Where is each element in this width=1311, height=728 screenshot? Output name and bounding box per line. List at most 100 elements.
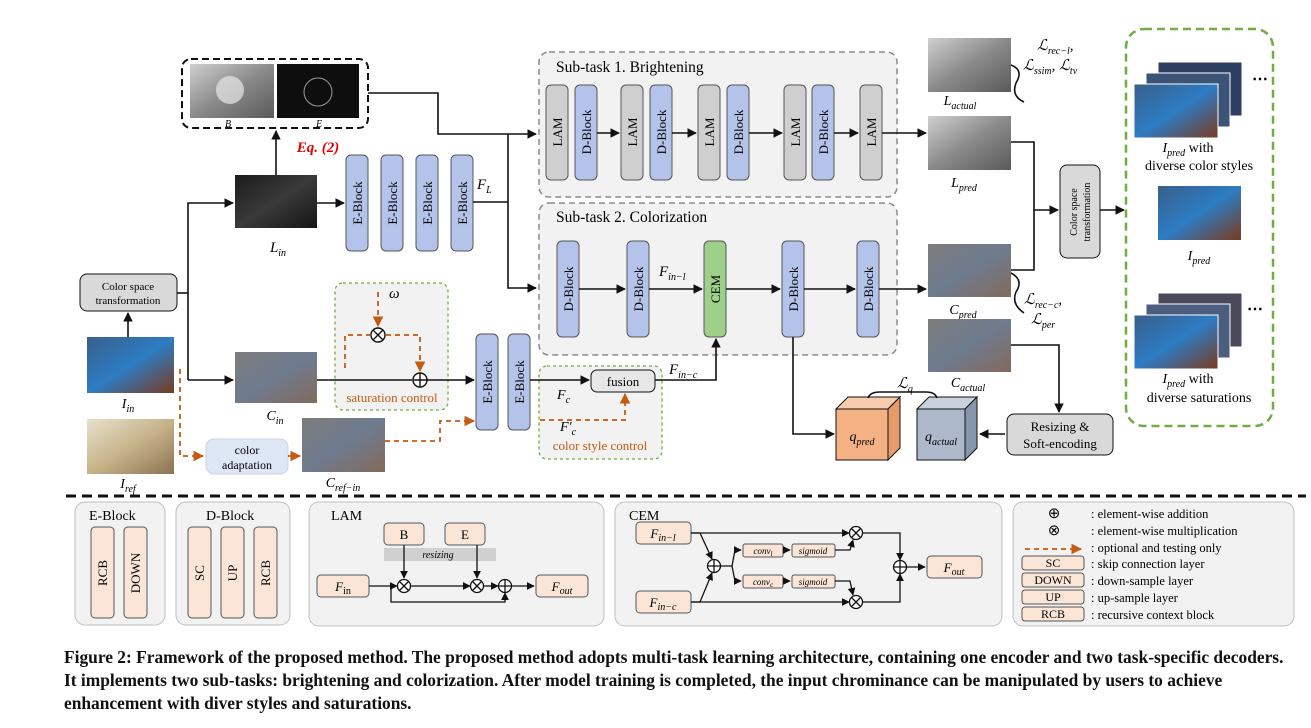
q-pred-label: qpred (850, 430, 876, 448)
legend-dashed-text: : optional and testing only (1091, 541, 1222, 555)
d-block-label: D-Block (786, 266, 801, 311)
lam-label: LAM (788, 117, 803, 146)
f-in-l-label: Fin−l (658, 264, 686, 283)
lam-e-label: E (461, 527, 469, 542)
resizing-label-2: Soft-encoding (1023, 436, 1097, 451)
l-actual-label: Lactual (943, 94, 977, 112)
subtask1-title: Sub-task 1. Brightening (556, 59, 704, 76)
subtask1-blocks: LAM D-Block LAM D-Block LAM D-Block LAM … (545, 84, 883, 181)
omega-label: ω (389, 286, 400, 302)
up-block (220, 526, 245, 619)
multiply-operator-mark (372, 329, 384, 341)
color-space-vertical-box (1059, 164, 1101, 259)
cem-f-in-c-label: Fin−c (649, 595, 677, 613)
e-block-label: E-Block (385, 181, 400, 225)
lam-f-out-label: Fout (551, 579, 573, 597)
lam-f-in-label: Fin (334, 579, 351, 597)
e-block-label: E-Block (350, 181, 365, 225)
q-actual-cube (915, 395, 979, 462)
chroma-e-blocks: E-Block E-Block (475, 333, 531, 431)
color-adaptation-label-1: color (235, 443, 260, 457)
i-pred-styles-label: Ipred with (1161, 141, 1213, 159)
c-in-image (235, 352, 317, 403)
c-ref-in-image (302, 418, 385, 472)
legend-up-box (1021, 589, 1085, 605)
legend-sc-symbol: SC (1046, 556, 1061, 570)
d-block-label: D-Block (561, 266, 576, 311)
rcb-block (253, 526, 278, 619)
cem-conv-l-label: convl (754, 546, 773, 558)
encoder-e-blocks: E-Block E-Block E-Block E-Block (345, 154, 474, 252)
lam-label: LAM (550, 117, 565, 146)
d-block-label: D-Block (731, 109, 746, 154)
cem-connections (691, 529, 926, 606)
cem-sigmoid-label: sigmoid (799, 546, 828, 556)
b-image-detail (216, 76, 244, 104)
output-stack-saturations (1133, 292, 1243, 370)
cem-f-out-label: Fout (943, 560, 965, 578)
i-ref-label: Iref (119, 477, 137, 495)
lam-resizing-label: resizing (422, 550, 453, 561)
d-block-label: D-Block (816, 109, 831, 154)
resizing-box (1006, 413, 1114, 456)
cem-add-mark (893, 560, 907, 574)
sc-block (187, 526, 212, 619)
c-pred-image (928, 244, 1011, 297)
diverse-color-styles-label: diverse color styles (1145, 159, 1253, 174)
f-in-c-label: Fin−c (668, 362, 698, 381)
legend-down-symbol: DOWN (1034, 573, 1072, 587)
saturation-control-label: saturation control (346, 390, 438, 405)
fusion-box (590, 369, 656, 393)
color-adaptation-label-2: adaptation (222, 458, 272, 472)
resizing-label-1: Resizing & (1031, 419, 1090, 434)
c-ref-in-label: Cref−in (326, 476, 361, 494)
losses-l-line-1: ℒrec−l, (1037, 38, 1074, 57)
lam-e-box (444, 522, 486, 546)
cem-f-in-l-label: Fin−l (649, 526, 675, 544)
loss-q-label: ℒq (897, 376, 913, 395)
figure-caption: Figure 2: Framework of the proposed meth… (64, 647, 1284, 713)
c-actual-image (928, 319, 1011, 372)
e-block-label: E-Block (455, 181, 470, 225)
d-block-label: D-Block (631, 266, 646, 311)
legend-add-text: : element-wise addition (1091, 507, 1209, 521)
rcb-block-label: RCB (95, 560, 110, 586)
losses-c-line-1: ℒrec−c, (1024, 292, 1062, 311)
losses-l-line-2: ℒssim, ℒtv (1023, 58, 1078, 77)
legend-add-symbol: ⊕ (1048, 506, 1061, 522)
legend-multiply-text: : element-wise multiplication (1091, 524, 1238, 538)
cem-multiply-mark (851, 528, 861, 538)
c-in-label: Cin (266, 409, 283, 427)
diverse-saturations-label: diverse saturations (1147, 391, 1252, 406)
sc-block-label: SC (192, 565, 207, 581)
f-l-label: FL (476, 177, 492, 196)
cem-add-mark (707, 559, 721, 573)
output-ellipsis-1: ⋯ (1252, 71, 1268, 88)
output-stack-styles (1133, 61, 1243, 139)
color-space-vertical-label-1: Color space (1069, 188, 1080, 236)
f-c-label: Fc (556, 388, 571, 406)
e-block-label: E-Block (480, 360, 495, 404)
d-block-panel-title: D-Block (206, 509, 254, 524)
e-block-panel-title: E-Block (89, 509, 136, 524)
subtask2-title: Sub-task 2. Colorization (556, 209, 707, 226)
cem-sigmoid-label: sigmoid (799, 577, 828, 587)
b-label: B (225, 119, 231, 130)
legend-multiply-symbol: ⊗ (1048, 523, 1061, 539)
legend-sc-box (1021, 555, 1085, 571)
color-space-label-2: transformation (96, 295, 161, 307)
e-image (277, 64, 359, 118)
l-pred-image (928, 116, 1011, 170)
legend-sc-text: : skip connection layer (1091, 557, 1205, 571)
e-image-detail (303, 77, 333, 107)
cem-panel-title: CEM (629, 509, 660, 524)
color-space-vertical-label-2: transformation (1082, 183, 1093, 242)
lam-resizing-bar (384, 548, 496, 561)
legend-down-text: : down-sample layer (1091, 574, 1194, 588)
q-actual-label: qactual (925, 430, 957, 448)
q-pred-cube (834, 395, 902, 462)
l-in-label: Lin (269, 240, 286, 259)
lam-connections (369, 545, 535, 603)
lam-panel-title: LAM (331, 509, 363, 524)
d-block-label: D-Block (861, 266, 876, 311)
